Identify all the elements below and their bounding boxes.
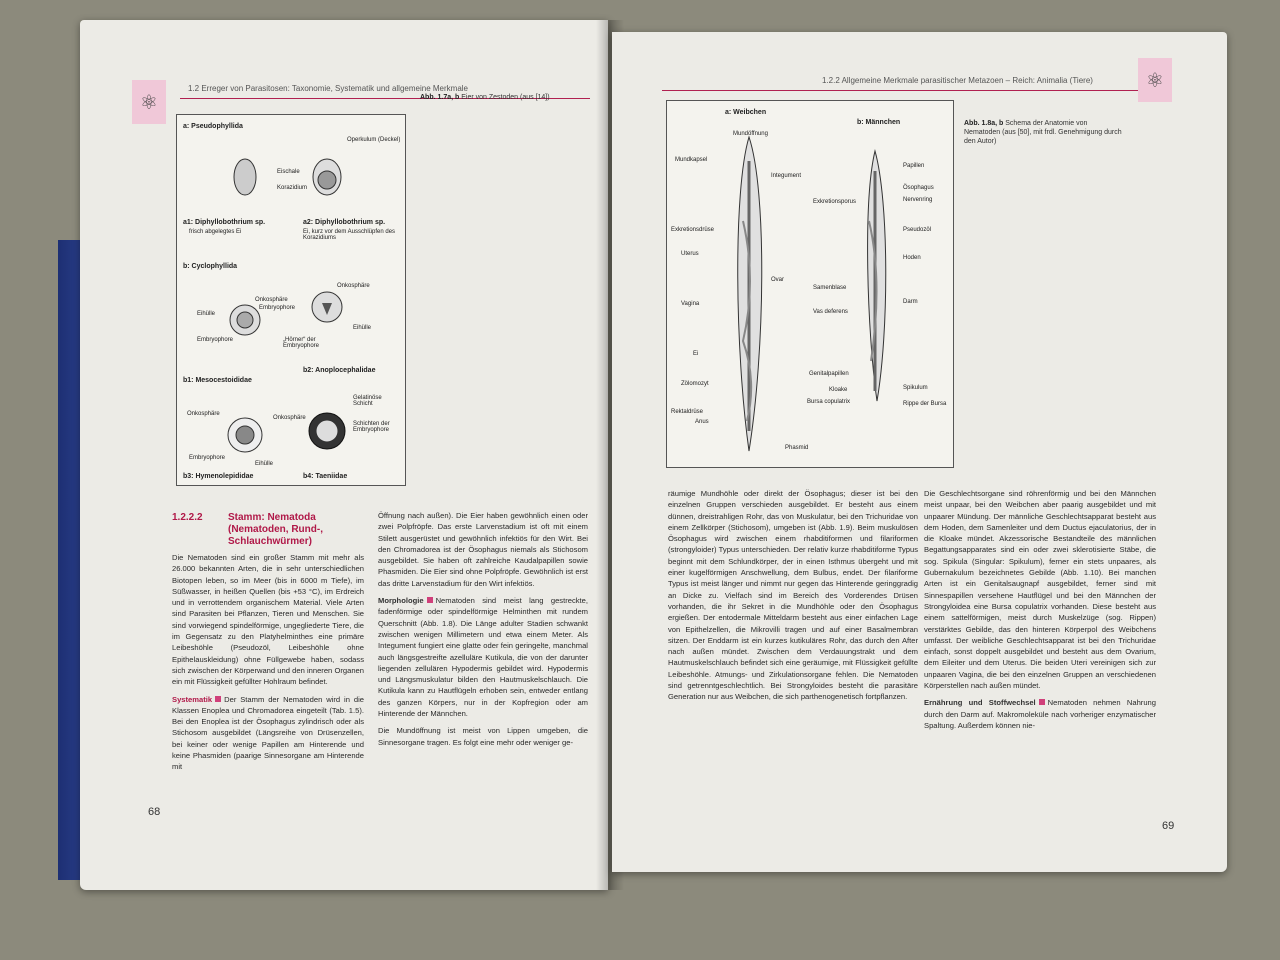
label-zoelomozyt: Zölomozyt (681, 381, 709, 387)
right-running-header: 1.2.2 Allgemeine Merkmale parasitischer … (822, 76, 1093, 85)
figure-nematoden-anatomie: a: Weibchen b: Männchen Mundöffnung Mund… (666, 100, 954, 468)
label-rektaldruese: Rektaldrüse (671, 409, 704, 415)
label-schichten: Schichten der Embryophore (353, 421, 390, 433)
label-ovar: Ovar (771, 277, 785, 283)
label-uterus: Uterus (681, 251, 699, 257)
figure-caption-1-7: Abb. 1.7a, b Eier von Zestoden (aus [14]… (420, 94, 550, 101)
label-a2: a2: Diphyllobothrium sp. (303, 219, 386, 226)
label-vas-deferens: Vas deferens (813, 309, 848, 315)
label-b1: b1: Mesocestoididae (183, 377, 252, 384)
keyword-ernaehrung: Ernährung und Stoffwechsel (924, 698, 1036, 708)
label-korazidium: Korazidium (277, 185, 308, 191)
label-genitalpapillen: Genitalpapillen (809, 371, 849, 377)
section-number: 1.2.2.2 (172, 512, 203, 523)
label-weibchen: a: Weibchen (725, 109, 767, 116)
right-page: 1.2.2 Allgemeine Merkmale parasitischer … (612, 32, 1227, 872)
label-onko-4: Onkosphäre (273, 415, 306, 421)
label-rippe: Rippe der Bursa (903, 401, 947, 407)
figure-caption-1-8: Abb. 1.8a, b Schema der Anatomie von Nem… (964, 120, 1122, 145)
label-kloake: Kloake (829, 387, 848, 393)
label-b3: b3: Hymenolepididae (183, 473, 254, 480)
paragraph-geschlechtsorgane: Die Geschlechtsorgane sind röhrenförmig … (924, 489, 1156, 691)
left-page-number: 68 (148, 806, 161, 818)
label-hoerner: „Hörner“ der Embryophore (283, 337, 320, 349)
label-embryophore-2: Embryophore (197, 337, 234, 343)
label-eihuelle-1: Eihülle (197, 311, 216, 317)
label-spikulum: Spikulum (903, 385, 928, 391)
label-embryophore-3: Embryophore (189, 455, 226, 461)
left-column-2: Öffnung nach außen). Die Eier haben gewö… (378, 510, 588, 754)
label-exkretionsporus: Exkretionsporus (813, 199, 857, 205)
label-vagina: Vagina (681, 301, 700, 307)
label-oesophagus: Ösophagus (903, 185, 934, 191)
label-pseudozoel: Pseudozöl (903, 227, 932, 233)
label-a1-sub: frisch abgelegtes Ei (189, 229, 242, 235)
label-darm: Darm (903, 299, 918, 305)
label-gelat: Gelatinöse Schicht (353, 395, 382, 407)
microscope-icon: ⚛ (132, 80, 166, 124)
paragraph-oesophagus: räumige Mundhöhle oder direkt der Ösopha… (668, 489, 918, 702)
label-onko-1: Onkosphäre (255, 297, 288, 303)
label-samenblase: Samenblase (813, 285, 847, 291)
label-nervenring: Nervenring (903, 197, 933, 203)
label-integument: Integument (771, 173, 802, 179)
label-maennchen: b: Männchen (857, 119, 901, 126)
keyword-systematik: Systematik (172, 694, 213, 704)
paragraph-eier: Öffnung nach außen). Die Eier haben gewö… (378, 511, 588, 588)
left-header-rule (180, 98, 590, 99)
label-anus: Anus (695, 419, 709, 425)
paragraph-mund: Die Mundöffnung ist meist von Lippen umg… (378, 726, 588, 747)
paragraph-intro: Die Nematoden sind ein großer Stamm mit … (172, 553, 364, 687)
bullet-square (1038, 699, 1045, 706)
egg-drawings (227, 158, 346, 453)
right-column-1: räumige Mundhöhle oder direkt der Ösopha… (668, 488, 918, 709)
keyword-morphologie: Morphologie (378, 596, 424, 606)
label-b: b: Cyclophyllida (183, 263, 238, 270)
label-exkretionsdruese: Exkretionsdrüse (671, 227, 715, 233)
bullet-square (215, 695, 222, 702)
label-a1: a1: Diphyllobothrium sp. (183, 219, 266, 226)
label-onko-2: Onkosphäre (337, 283, 370, 289)
label-bursa: Bursa copulatrix (807, 399, 851, 405)
label-ei: Ei (693, 351, 699, 357)
right-page-number: 69 (1162, 820, 1175, 832)
label-operkulum: Operkulum (Deckel) (347, 137, 401, 143)
section-title: Stamm: Nematoda (Nematoden, Rund-, Schla… (228, 512, 323, 547)
microscope-icon-right: ⚛ (1138, 58, 1172, 102)
right-header-rule (662, 90, 1152, 91)
left-running-header: 1.2 Erreger von Parasitosen: Taxonomie, … (188, 84, 468, 93)
right-column-2: Die Geschlechtsorgane sind röhrenförmig … (924, 488, 1156, 737)
label-onko-3: Onkosphäre (187, 411, 220, 417)
label-mundoeffnung: Mundöffnung (733, 131, 768, 137)
label-mundkapsel: Mundkapsel (675, 157, 708, 163)
label-a2-sub: Ei, kurz vor dem Ausschlüpfen des Korazi… (303, 229, 396, 241)
left-column-1: Die Nematoden sind ein großer Stamm mit … (172, 552, 364, 779)
nematode-drawings (737, 135, 887, 452)
label-b2: b2: Anoplocephalidae (303, 367, 376, 374)
label-hoden: Hoden (903, 255, 921, 261)
label-phasmid: Phasmid (785, 445, 809, 451)
left-page: ⚛ 1.2 Erreger von Parasitosen: Taxonomie… (80, 20, 608, 890)
label-a: a: Pseudophyllida (183, 123, 243, 130)
label-embryophore-1: Embryophore (259, 305, 296, 311)
label-papillen: Papillen (903, 163, 925, 169)
label-eihuelle-3: Eihülle (255, 461, 274, 467)
bullet-square (426, 597, 433, 604)
label-eischale: Eischale (277, 169, 300, 175)
figure-zestoden-eier: a: Pseudophyllida Operkulum (Deckel) Eis… (176, 114, 406, 486)
label-b4: b4: Taeniidae (303, 473, 348, 480)
label-eihuelle-2: Eihülle (353, 325, 372, 331)
